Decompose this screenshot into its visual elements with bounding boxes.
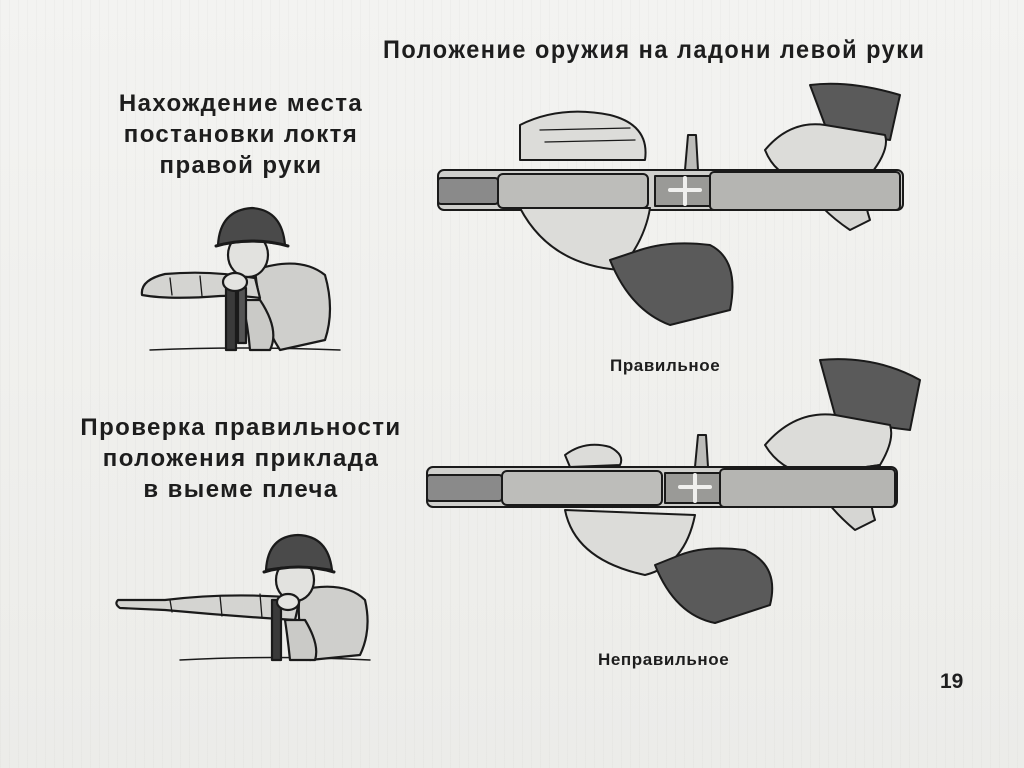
rifle-on-palm-icon	[437, 82, 904, 326]
heading-line: в выеме плеча	[143, 476, 339, 503]
heading-elbow-placement: Нахождение места постановки локтя правой…	[110, 88, 372, 181]
page-title: Положение оружия на ладони левой руки	[383, 36, 926, 64]
heading-line: Нахождение места	[118, 90, 364, 117]
heading-line: постановки локтя	[123, 121, 359, 148]
heading-butt-check: Проверка правильности положения приклада…	[78, 412, 404, 505]
soldier-pointing-icon	[115, 533, 371, 662]
heading-line: Проверка правильности	[80, 414, 402, 441]
caption-correct: Правильное	[610, 356, 721, 375]
heading-line: правой руки	[159, 152, 323, 179]
caption-incorrect: Неправильное	[598, 650, 730, 669]
rifle-on-fingertips-icon	[426, 358, 921, 624]
soldier-aiming-icon	[140, 206, 341, 352]
page-number: 19	[940, 670, 964, 693]
heading-line: положения приклада	[102, 445, 380, 472]
